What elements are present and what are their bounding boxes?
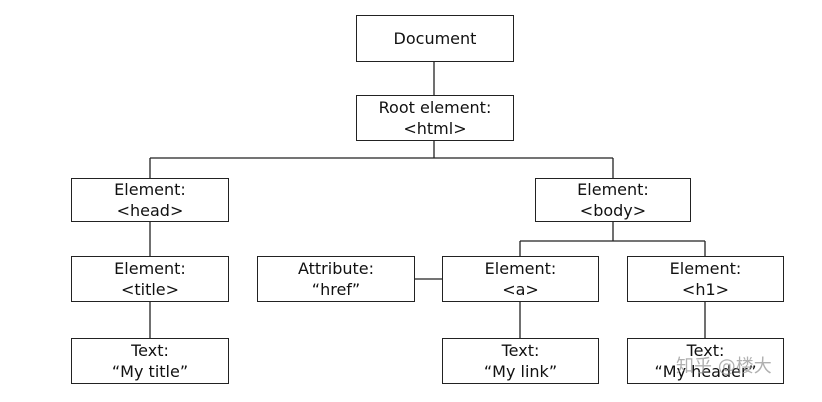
title-text-node: Text: “My title”: [71, 338, 229, 384]
h1-element-node: Element: <h1>: [627, 256, 784, 302]
body-element-tag: <body>: [579, 201, 647, 220]
body-element-node: Element: <body>: [535, 178, 691, 222]
head-element-kind: Element:: [114, 180, 186, 199]
document-node: Document: [356, 15, 514, 62]
h1-element-tag: <h1>: [681, 280, 730, 299]
head-element-tag: <head>: [116, 201, 184, 220]
body-element-kind: Element:: [577, 180, 649, 199]
attribute-kind: Attribute:: [297, 259, 375, 278]
title-element-tag: <title>: [120, 280, 180, 299]
root-element-kind: Root element:: [378, 98, 492, 117]
h1-element-kind: Element:: [669, 259, 742, 278]
attribute-node: Attribute: “href”: [257, 256, 415, 302]
watermark: 知乎 @楼大: [676, 356, 772, 377]
title-text-kind: Text:: [131, 341, 169, 360]
root-element-tag: <html>: [403, 119, 467, 138]
header-text-kind: Text:: [686, 341, 725, 360]
title-element-node: Element: <title>: [71, 256, 229, 302]
a-element-node: Element: <a>: [442, 256, 599, 302]
root-element-node: Root element: <html>: [356, 95, 514, 141]
link-text-value: “My link”: [483, 362, 558, 381]
attribute-value: “href”: [311, 280, 361, 299]
title-element-kind: Element:: [114, 259, 186, 278]
header-text-node: Text: “My header”: [627, 338, 784, 384]
header-text-value: “My header”: [654, 362, 757, 381]
link-text-kind: Text:: [501, 341, 540, 360]
document-node-label: Document: [393, 29, 477, 48]
head-element-node: Element: <head>: [71, 178, 229, 222]
link-text-node: Text: “My link”: [442, 338, 599, 384]
a-element-tag: <a>: [502, 280, 539, 299]
a-element-kind: Element:: [484, 259, 557, 278]
title-text-value: “My title”: [111, 362, 189, 381]
